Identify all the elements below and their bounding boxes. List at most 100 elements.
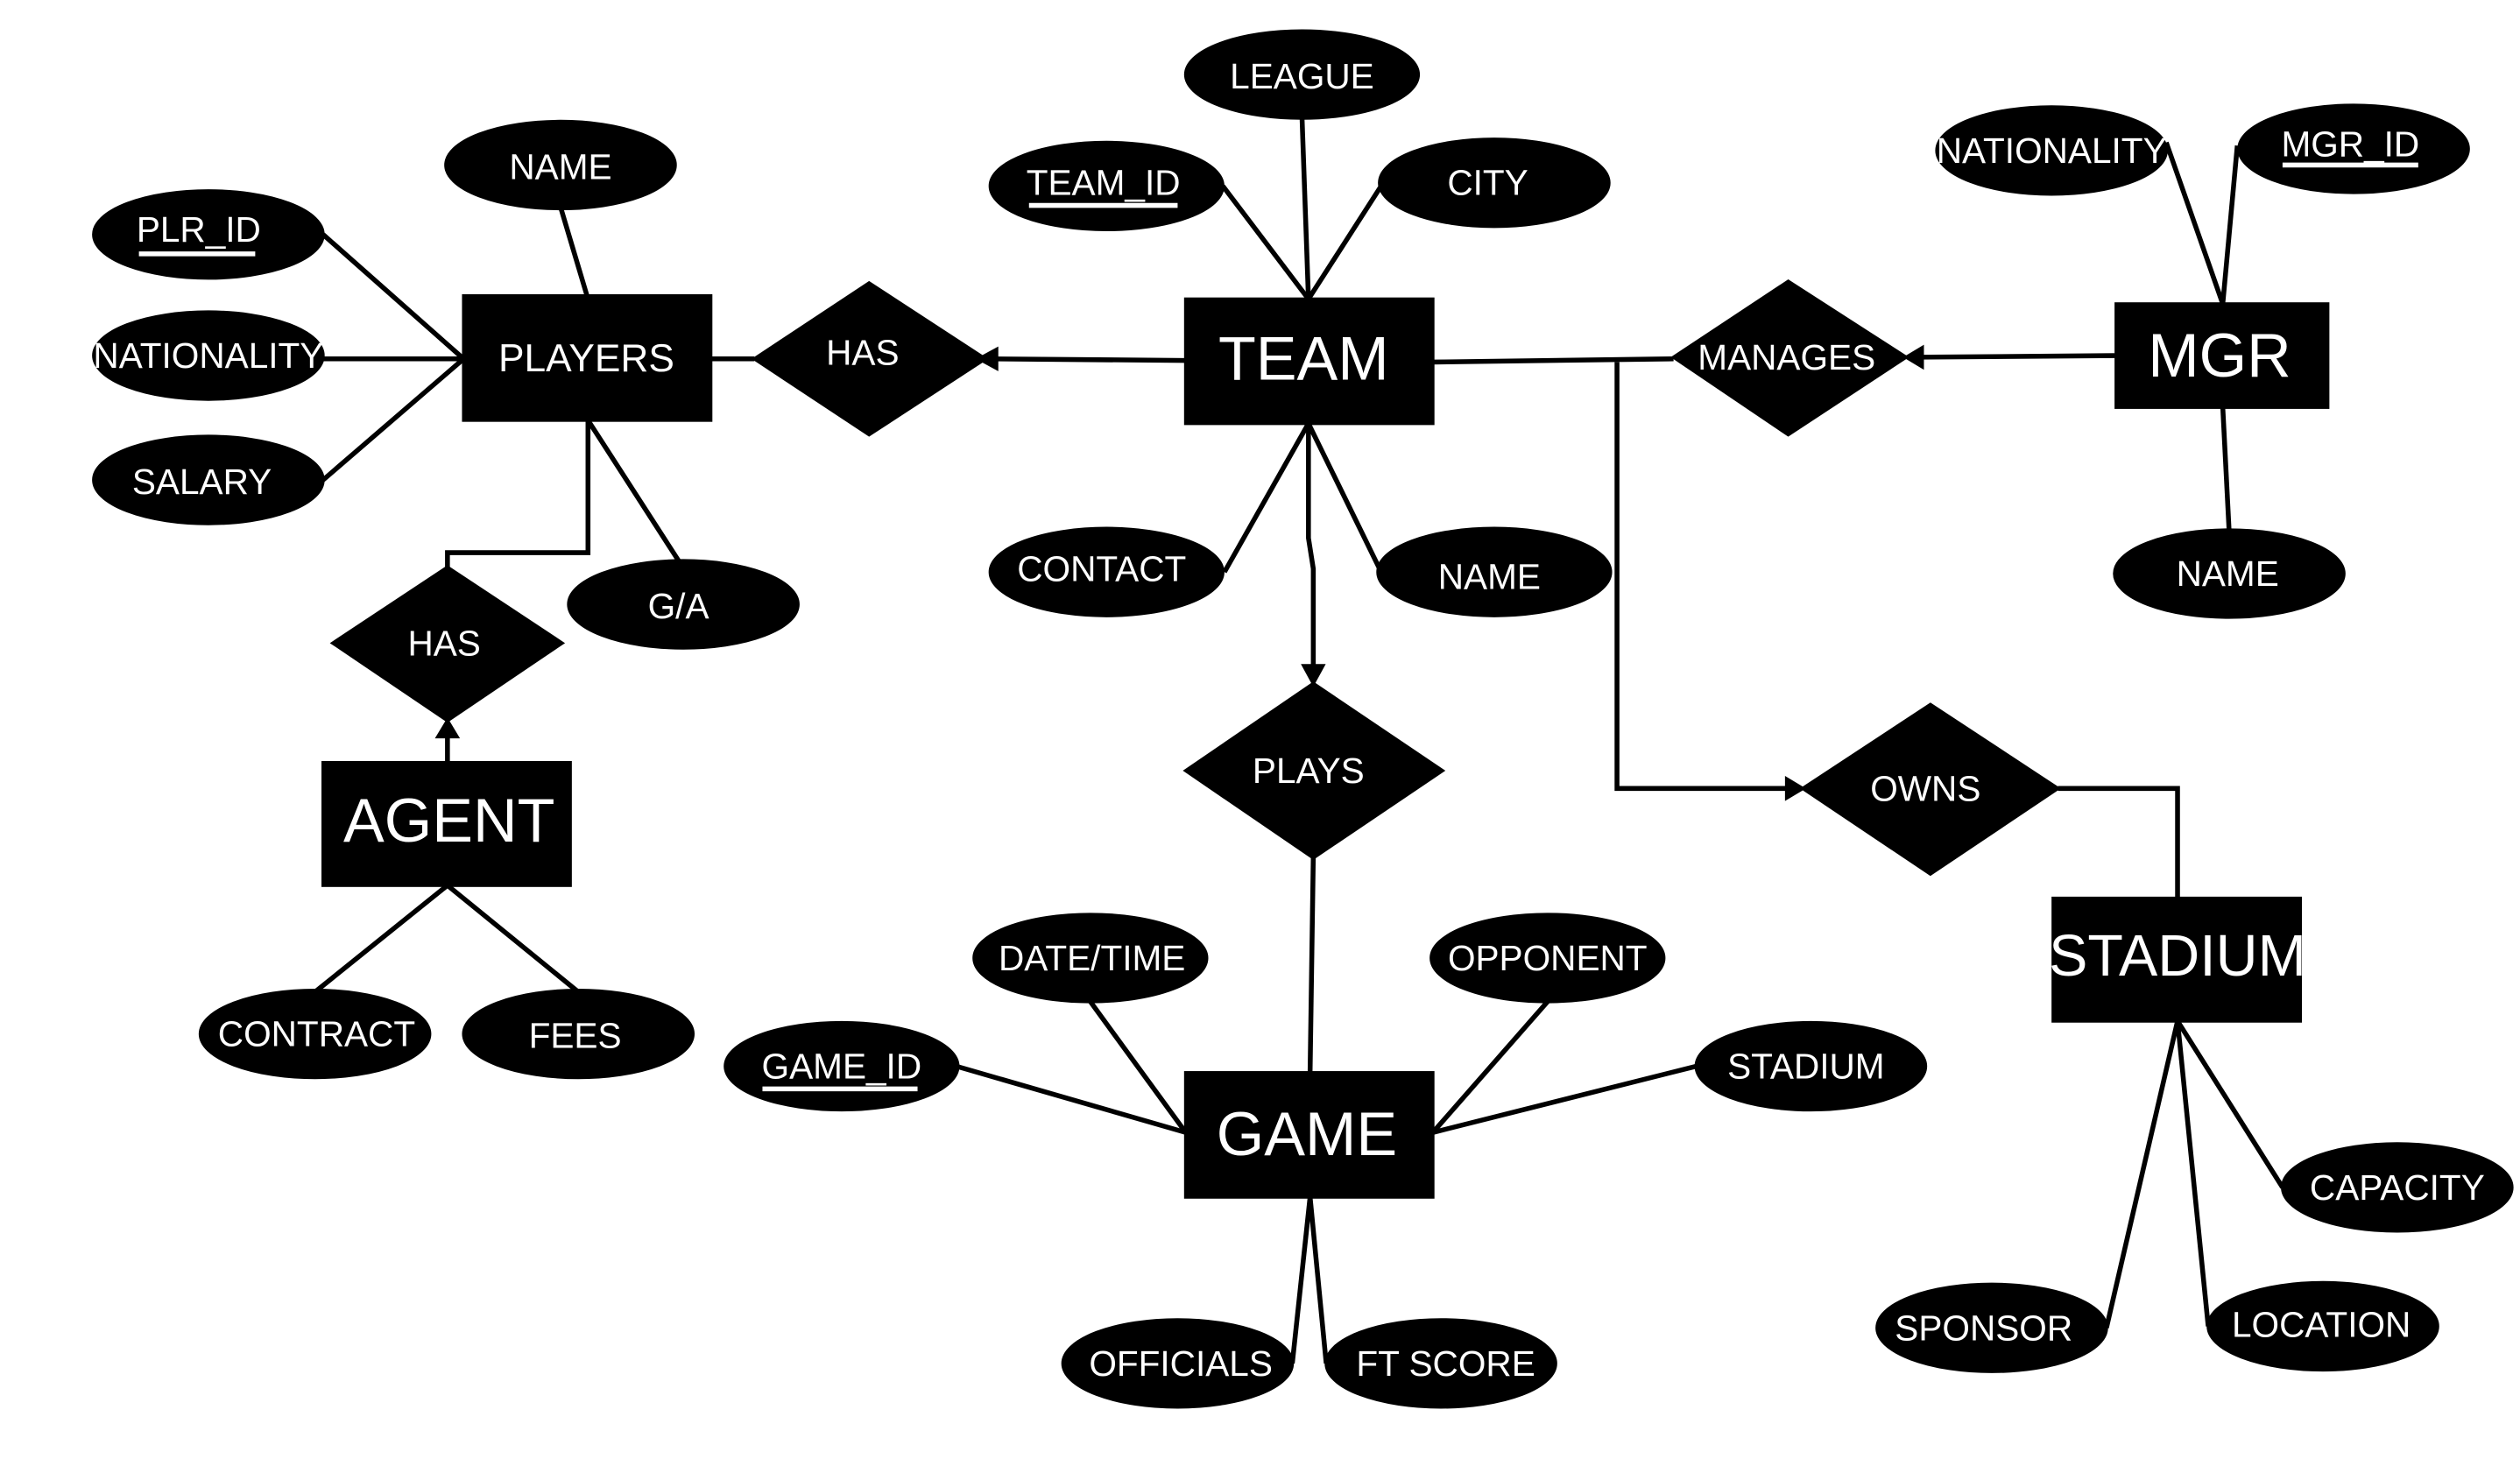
attribute-stadium-capacity-label: CAPACITY [2310, 1167, 2485, 1208]
line-has-team [985, 356, 1186, 363]
line-mgr-name [2220, 406, 2232, 534]
relationship-has-players-agent[interactable]: HAS [329, 565, 566, 723]
attribute-game-opponent[interactable]: OPPONENT [1429, 913, 1666, 1004]
attribute-game-stadium-ellipse [1694, 1020, 1928, 1112]
attribute-players-nationality[interactable]: NATIONALITY [92, 310, 325, 401]
attribute-mgr-mgr-id-ellipse [2237, 103, 2470, 194]
entity-stadium-box [2051, 896, 2303, 1023]
line-game-stadium [1432, 1063, 1698, 1135]
attribute-players-ga-ellipse [567, 559, 800, 650]
entity-team-box [1183, 297, 1435, 426]
entity-stadium[interactable]: STADIUM [2049, 896, 2306, 1023]
entity-team[interactable]: TEAM [1183, 297, 1435, 426]
attribute-mgr-name[interactable]: NAME [2113, 528, 2346, 619]
line-stadium-location [2175, 1020, 2211, 1327]
arrowhead-owns [1784, 775, 1806, 801]
attribute-mgr-nationality-ellipse [1935, 105, 2168, 196]
relationship-manages-label: MANAGES [1698, 337, 1875, 377]
attribute-team-league[interactable]: LEAGUE [1183, 29, 1421, 120]
entity-mgr-label: MGR [2148, 321, 2291, 390]
line-game-opponent [1430, 999, 1549, 1134]
attribute-game-date-time-ellipse [972, 913, 1209, 1004]
entity-players-box [462, 293, 713, 422]
relationship-manages-diamond [1670, 279, 1909, 437]
line-game-date-time [1088, 1000, 1188, 1134]
entity-agent[interactable]: AGENT [321, 760, 572, 887]
entity-agent-box [321, 760, 572, 887]
attribute-team-name[interactable]: NAME [1376, 526, 1613, 617]
attribute-team-contact-ellipse [988, 526, 1225, 617]
attribute-players-name[interactable]: NAME [444, 119, 677, 211]
attribute-team-name-ellipse [1376, 526, 1613, 617]
attribute-game-ft-score-ellipse [1324, 1318, 1557, 1409]
attribute-players-name-ellipse [444, 119, 677, 211]
connector-lines [313, 116, 2285, 1364]
relationship-owns-diamond [1799, 702, 2061, 877]
attribute-agent-fees-label: FEES [529, 1015, 622, 1055]
attribute-game-stadium-label: STADIUM [1727, 1047, 1885, 1087]
relationship-has-players-agent-diamond [329, 565, 566, 723]
attribute-game-game-id-label: GAME_ID [762, 1047, 922, 1087]
line-team-manages [1432, 356, 1674, 365]
attribute-team-team-id[interactable]: TEAM_ID [988, 140, 1225, 232]
attribute-stadium-sponsor-ellipse [1875, 1282, 2108, 1373]
attribute-game-ft-score-label: FT SCORE [1356, 1343, 1535, 1384]
entity-players[interactable]: PLAYERS [462, 293, 713, 422]
attribute-team-city-label: CITY [1447, 163, 1528, 203]
attribute-agent-contract-ellipse [198, 988, 432, 1080]
line-owns-stadium [2058, 786, 2180, 899]
relationship-has-players-team[interactable]: HAS [751, 280, 989, 437]
attribute-stadium-sponsor[interactable]: SPONSOR [1875, 1282, 2108, 1373]
attribute-team-league-ellipse [1183, 29, 1421, 120]
attribute-game-date-time[interactable]: DATE/TIME [972, 913, 1209, 1004]
attribute-stadium-location[interactable]: LOCATION [2206, 1280, 2439, 1372]
attribute-agent-contract[interactable]: CONTRACT [198, 988, 432, 1080]
attribute-players-salary-label: SALARY [132, 462, 272, 502]
entity-mgr[interactable]: MGR [2114, 302, 2330, 409]
line-game-officials [1289, 1196, 1313, 1364]
entity-mgr-box [2114, 302, 2330, 409]
attribute-agent-contract-label: CONTRACT [218, 1014, 415, 1054]
attribute-game-ft-score[interactable]: FT SCORE [1324, 1318, 1557, 1409]
arrowhead-manages [1902, 344, 1924, 370]
entity-game[interactable]: GAME [1183, 1071, 1435, 1199]
attribute-game-officials[interactable]: OFFICIALS [1061, 1318, 1295, 1409]
attribute-players-nationality-ellipse [92, 310, 325, 401]
attribute-players-salary[interactable]: SALARY [92, 434, 325, 525]
entity-agent-label: AGENT [343, 786, 554, 855]
line-players-salary [321, 356, 466, 483]
line-players-plr-id [321, 232, 466, 361]
relationship-manages[interactable]: MANAGES [1670, 279, 1909, 437]
attribute-players-salary-ellipse [92, 434, 325, 525]
entity-team-label: TEAM [1218, 325, 1389, 393]
attribute-agent-fees[interactable]: FEES [462, 988, 695, 1080]
attribute-stadium-location-ellipse [2206, 1280, 2439, 1372]
attribute-game-opponent-ellipse [1429, 913, 1666, 1004]
attribute-players-ga[interactable]: G/A [567, 559, 800, 650]
relationship-owns-label: OWNS [1870, 768, 1980, 808]
attribute-mgr-mgr-id[interactable]: MGR_ID [2237, 103, 2470, 194]
attribute-game-stadium[interactable]: STADIUM [1694, 1020, 1928, 1112]
attribute-agent-fees-ellipse [462, 988, 695, 1080]
relationship-plays[interactable]: PLAYS [1182, 681, 1446, 860]
line-players-ga [585, 419, 684, 567]
arrowheads [434, 344, 1924, 801]
line-agent-fees [446, 883, 580, 994]
attribute-stadium-location-label: LOCATION [2232, 1305, 2411, 1345]
attribute-team-league-label: LEAGUE [1230, 56, 1374, 96]
attribute-stadium-capacity[interactable]: CAPACITY [2281, 1142, 2514, 1233]
attribute-team-city[interactable]: CITY [1378, 137, 1611, 229]
line-team-team-id [1220, 184, 1311, 301]
entity-game-label: GAME [1217, 1100, 1397, 1168]
attribute-mgr-nationality[interactable]: NATIONALITY [1935, 105, 2168, 196]
attribute-players-plr-id[interactable]: PLR_ID [92, 189, 325, 280]
attribute-team-contact[interactable]: CONTACT [988, 526, 1225, 617]
line-stadium-sponsor [2104, 1020, 2180, 1329]
relationship-has-players-agent-label: HAS [407, 623, 480, 663]
attribute-mgr-name-label: NAME [2177, 553, 2279, 594]
relationship-owns[interactable]: OWNS [1799, 702, 2061, 877]
attribute-game-game-id[interactable]: GAME_ID [724, 1020, 960, 1112]
relationship-has-players-team-label: HAS [826, 332, 899, 372]
attribute-mgr-nationality-label: NATIONALITY [1937, 130, 2167, 171]
